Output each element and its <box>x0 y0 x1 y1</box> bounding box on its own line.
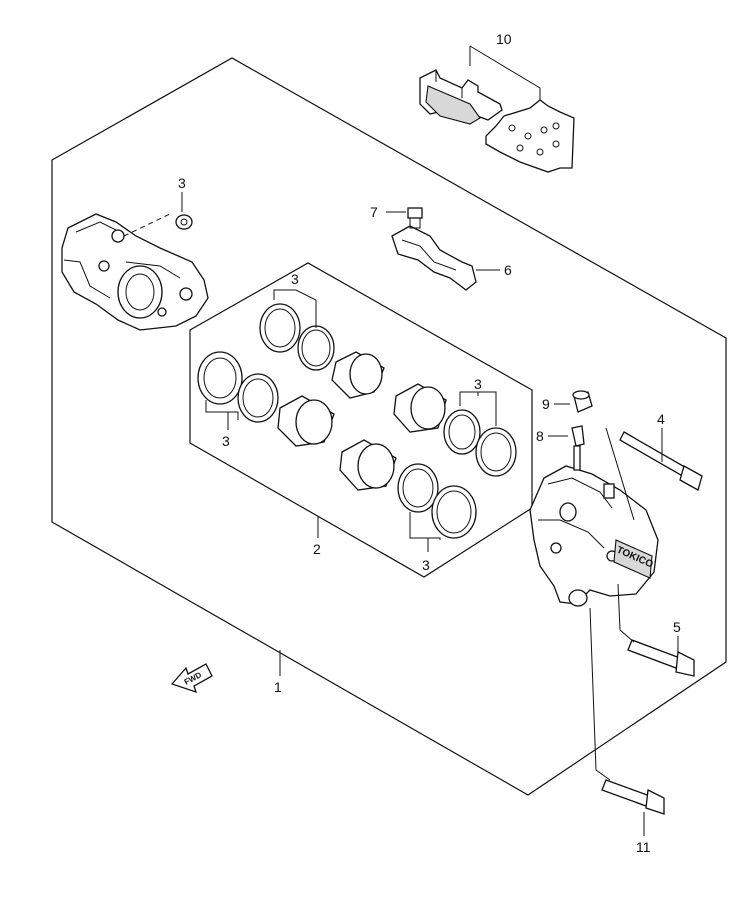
piston-3 <box>393 383 447 433</box>
pin-guide-dash <box>605 427 635 521</box>
seal-left-2 <box>237 373 279 423</box>
callout-10: 10 <box>496 31 512 47</box>
seal-upper-1 <box>259 303 301 353</box>
callout-3c: 3 <box>222 433 230 449</box>
leader-3d <box>459 391 497 426</box>
pad-pin <box>619 431 703 491</box>
bleeder-valve <box>571 425 585 471</box>
leader-3b <box>273 289 317 328</box>
callout-11: 11 <box>636 839 651 855</box>
bolt11-guide <box>589 607 611 781</box>
forward-arrow-icon: FWD <box>170 663 213 694</box>
pad-bolt <box>407 207 423 229</box>
seal-lower-1 <box>397 463 439 513</box>
callout-4: 4 <box>657 411 665 427</box>
callout-8: 8 <box>536 428 544 444</box>
bleeder-cap <box>572 390 593 413</box>
callout-3d: 3 <box>474 376 482 392</box>
pad-spring <box>391 225 477 291</box>
piston-4 <box>339 439 397 491</box>
leader-10 <box>469 45 541 100</box>
caliper-bolt-5 <box>627 639 695 677</box>
piston-1 <box>331 351 385 399</box>
callout-3e: 3 <box>422 557 430 573</box>
callout-7: 7 <box>370 204 378 220</box>
leader-3c <box>205 400 239 430</box>
callout-2: 2 <box>313 541 321 557</box>
callout-9: 9 <box>542 396 550 412</box>
leader-3e <box>409 512 441 552</box>
seal-right-1 <box>443 409 481 455</box>
seal-kit-frame <box>189 262 533 578</box>
callout-3a: 3 <box>178 175 186 191</box>
washer-3a <box>175 214 193 230</box>
bolt5-guide <box>617 583 635 643</box>
seal-lower-2 <box>431 485 477 539</box>
callout-3b: 3 <box>291 271 299 287</box>
caliper-right-half: TOKICO <box>529 465 659 607</box>
seal-left-1 <box>197 351 243 405</box>
brake-pad-set <box>419 69 575 173</box>
seal-upper-2 <box>297 325 335 371</box>
callout-5: 5 <box>673 619 681 635</box>
caliper-left-half <box>61 213 209 331</box>
assembly-frame <box>51 57 727 796</box>
mounting-bolt-11 <box>601 779 665 815</box>
callout-6: 6 <box>504 262 512 278</box>
callout-1: 1 <box>274 679 282 695</box>
seal-right-2 <box>475 427 517 477</box>
piston-2 <box>277 395 335 447</box>
